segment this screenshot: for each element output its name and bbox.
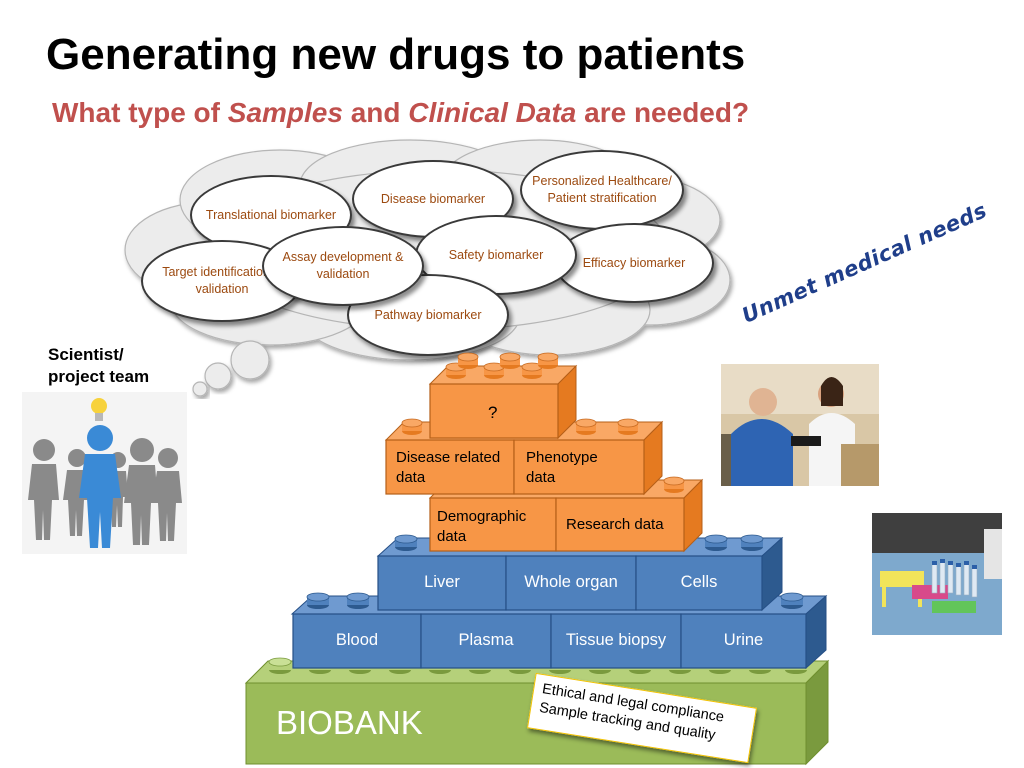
brick-tissue-biopsy: Tissue biopsy	[565, 631, 667, 650]
brick-disease-related-data: Disease related data	[396, 449, 501, 487]
brick-urine: Urine	[723, 631, 764, 650]
project-team-illustration	[22, 392, 187, 554]
doctor-patient-photo	[721, 364, 879, 486]
brick-blood: Blood	[335, 631, 379, 650]
brick-question: ?	[488, 403, 498, 422]
brick-demographic-data: Demographic data	[437, 508, 527, 546]
brick-liver: Liver	[424, 573, 460, 592]
brick-research-data: Research data	[566, 516, 664, 533]
brick-whole-organ: Whole organ	[524, 573, 618, 592]
bubble-efficacy-biomarker: Efficacy biomarker	[554, 223, 714, 303]
brick-pyramid	[244, 352, 830, 766]
lab-samples-photo	[872, 513, 1002, 635]
brick-plasma: Plasma	[458, 631, 514, 650]
brick-phenotype-data: Phenotype data	[526, 449, 598, 487]
brick-cells: Cells	[680, 573, 718, 592]
biobank-label: BIOBANK	[276, 704, 423, 741]
bubble-personalized-healthcare: Personalized Healthcare/ Patient stratif…	[520, 150, 684, 230]
unmet-medical-needs-label: Unmet medical needs	[738, 198, 991, 328]
scientist-label: Scientist/ project team	[48, 345, 150, 387]
page-title: Generating new drugs to patients	[46, 30, 746, 79]
bubble-assay-development: Assay development & validation	[262, 226, 424, 306]
page-subtitle: What type of Samples and Clinical Data a…	[52, 97, 750, 128]
